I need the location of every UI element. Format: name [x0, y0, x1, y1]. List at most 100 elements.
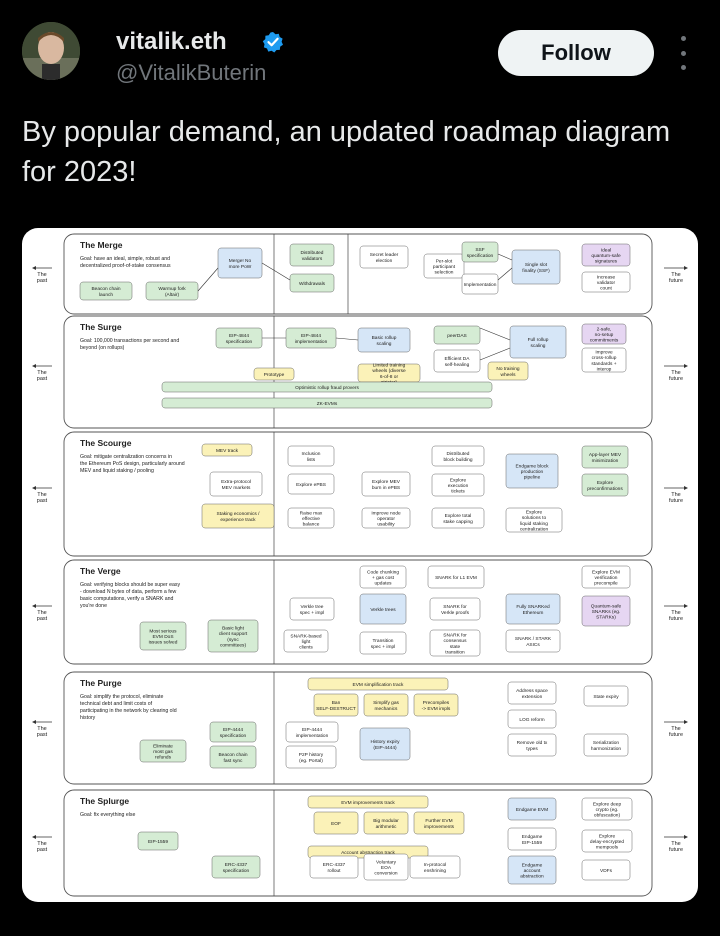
- roadmap-box-label: usability: [377, 522, 395, 528]
- roadmap-box-label: (EIP-4444): [373, 745, 397, 751]
- roadmap-box-label: standards +: [591, 361, 616, 367]
- section-title: The Surge: [80, 322, 122, 332]
- roadmap-box-label: transition: [445, 649, 465, 655]
- roadmap-box-label: Quantum-safe: [591, 603, 622, 609]
- svg-text:future: future: [669, 376, 683, 382]
- roadmap-box-label: solutions to: [522, 515, 547, 521]
- roadmap-box-label: crypto (eg.: [596, 807, 619, 813]
- roadmap-box-label: EOA: [381, 865, 392, 871]
- svg-text:The: The: [671, 370, 680, 376]
- roadmap-box-label: Account abstraction track: [341, 850, 395, 856]
- roadmap-box-label: Serialization: [593, 740, 619, 746]
- roadmap-box-label: Explore: [599, 833, 616, 839]
- roadmap-box-label: Limited training: [373, 363, 406, 369]
- roadmap-box-label: Ban: [332, 700, 341, 706]
- roadmap-box-label: EIP-4444: [223, 727, 243, 733]
- roadmap-box-label: Endgame: [522, 862, 543, 868]
- roadmap-box-label: stake capping: [443, 519, 473, 525]
- follow-button[interactable]: Follow: [498, 30, 654, 76]
- roadmap-box-label: block building: [443, 457, 472, 463]
- roadmap-box-label: count: [600, 286, 612, 292]
- roadmap-box-label: spec + impl: [300, 610, 324, 616]
- roadmap-box-label: No training: [496, 366, 520, 372]
- roadmap-box-label: effective: [302, 516, 320, 522]
- tweet-text: By popular demand, an updated roadmap di…: [22, 116, 671, 188]
- roadmap-box-label: Efficient DA: [445, 356, 471, 362]
- avatar[interactable]: [22, 22, 80, 80]
- roadmap-box-label: Withdrawals: [299, 281, 326, 287]
- svg-text:The: The: [37, 370, 46, 376]
- roadmap-box-label: EOF: [331, 821, 341, 827]
- roadmap-box-label: minimization: [592, 458, 619, 464]
- roadmap-box-label: ZK-EVMs: [317, 401, 338, 407]
- roadmap-box-label: wheels (diverse: [372, 368, 406, 374]
- roadmap-box-label: validator: [597, 280, 616, 286]
- roadmap-box-label: Explore MEV: [372, 479, 401, 485]
- roadmap-box-label: Endgame block: [515, 463, 549, 469]
- roadmap-box-label: pipeline: [524, 475, 541, 481]
- roadmap-box-label: no-setup: [595, 332, 614, 338]
- svg-text:the Ethereum PoS design, parti: the Ethereum PoS design, particularly ar…: [80, 461, 185, 467]
- roadmap-box-label: Warmup fork: [158, 286, 186, 292]
- roadmap-box-label: issues solved: [149, 640, 178, 646]
- roadmap-box-label: STARKs): [596, 615, 616, 621]
- roadmap-box-label: SNARKs (eg.: [592, 609, 621, 615]
- roadmap-box-label: EIP-1559: [522, 840, 542, 846]
- svg-text:past: past: [37, 616, 48, 622]
- roadmap-box-label: Address space: [516, 688, 548, 694]
- roadmap-box-label: commitments: [590, 338, 619, 344]
- user-handle[interactable]: @VitalikButerin: [116, 60, 267, 85]
- roadmap-box-label: Improve: [595, 350, 613, 356]
- roadmap-box-label: extension: [522, 694, 543, 700]
- svg-text:Goal: 100,000 transactions per: Goal: 100,000 transactions per second an…: [80, 338, 179, 344]
- roadmap-box-label: fast sync: [224, 758, 244, 764]
- roadmap-box-label: operator: [377, 516, 395, 522]
- roadmap-box-label: Explore ePBS: [296, 482, 326, 488]
- roadmap-box-label: Distributed: [447, 451, 470, 457]
- display-name[interactable]: vitalik.eth: [116, 28, 227, 55]
- roadmap-box-label: Implementation: [464, 282, 497, 288]
- svg-text:participating in the network b: participating in the network by clearing…: [80, 708, 177, 714]
- roadmap-box-label: arithmetic: [376, 824, 397, 830]
- roadmap-box-label: precompile: [594, 581, 618, 587]
- more-options-icon[interactable]: [676, 36, 690, 70]
- roadmap-box-label: SELF-DESTRUCT: [316, 706, 356, 712]
- roadmap-box-label: validators: [302, 256, 323, 262]
- roadmap-box-label: Full rollup: [528, 337, 549, 343]
- svg-text:future: future: [669, 616, 683, 622]
- roadmap-box-label: types: [526, 746, 538, 752]
- roadmap-box-label: specification: [220, 733, 247, 739]
- roadmap-box-label: (Altair): [165, 292, 180, 298]
- roadmap-box-label: In-protocol: [424, 862, 447, 868]
- svg-text:The: The: [37, 841, 46, 847]
- roadmap-box-label: SNARK for L1 EVM: [435, 575, 477, 581]
- roadmap-box-label: Ethereum: [523, 610, 544, 616]
- roadmap-box-label: SNARK / STARK: [515, 636, 552, 642]
- roadmap-box-label: mempools: [596, 845, 619, 851]
- roadmap-box-label: harmonization: [591, 746, 621, 752]
- roadmap-box-label: abstraction: [520, 874, 544, 880]
- roadmap-box-label: account: [524, 868, 541, 874]
- roadmap-box-label: launch: [99, 292, 113, 298]
- roadmap-box-label: EIP-4444: [302, 727, 322, 733]
- roadmap-box-label: obfuscation): [594, 813, 621, 819]
- svg-text:The: The: [671, 272, 680, 278]
- roadmap-box-label: finality (SSF): [522, 268, 550, 274]
- roadmap-box-label: experience track: [220, 517, 256, 523]
- roadmap-box-label: History expiry: [370, 739, 400, 745]
- roadmap-box-label: Further EVM: [425, 818, 452, 824]
- svg-text:The: The: [37, 610, 46, 616]
- roadmap-box-label: Fully SNARKed: [516, 604, 550, 610]
- roadmap-box-label: + gas cost: [372, 575, 395, 581]
- roadmap-box-label: EIP-4844: [229, 333, 249, 339]
- svg-text:Goal: simplify the protocol, e: Goal: simplify the protocol, eliminate: [80, 694, 163, 700]
- svg-text:future: future: [669, 278, 683, 284]
- roadmap-box-label: Precompiles: [423, 700, 450, 706]
- connector-arrow: [497, 267, 513, 281]
- roadmap-box-label: Voluntary: [376, 859, 397, 865]
